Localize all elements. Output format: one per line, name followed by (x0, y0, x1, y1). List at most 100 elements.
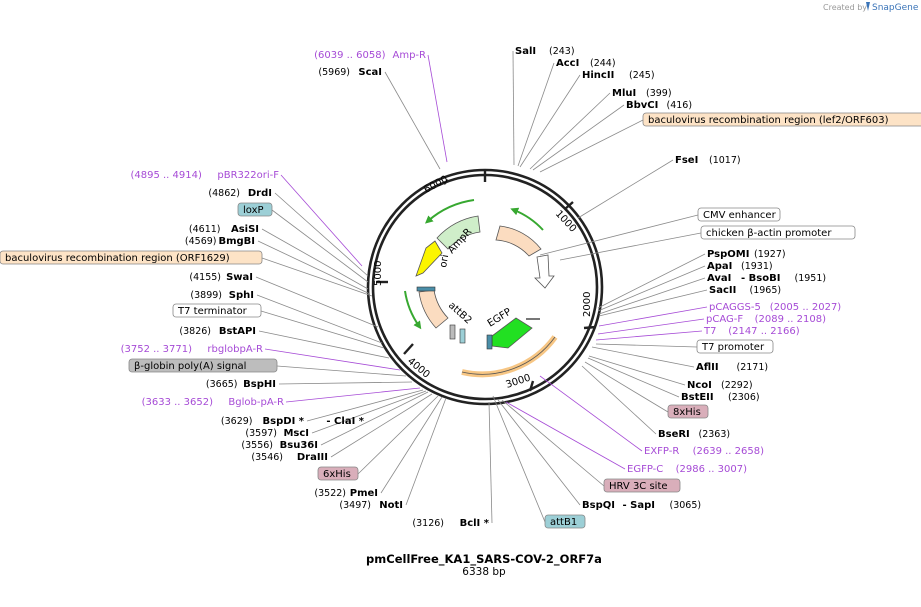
callout-lines (255, 50, 708, 524)
site-position: (243) (549, 46, 575, 57)
site-position: (416) (667, 100, 693, 111)
callout-line (311, 390, 427, 434)
callout-line (539, 375, 643, 452)
site-position: (4862) (208, 188, 240, 199)
primer-range: (2147 .. 2166) (728, 326, 800, 337)
feature-arcs (415, 215, 558, 378)
callout-line (595, 343, 698, 348)
snapgene-logo-icon (866, 2, 870, 11)
feature-label-chicken-actin-promoter-box (700, 225, 856, 240)
feature-label-baculovirus-recombination-region-lef2-orf603-box (642, 112, 921, 127)
callout-line (380, 396, 443, 494)
primer-label-pbr322ori-f: pBR322ori-F (217, 170, 279, 181)
backbone-ring (366, 168, 604, 406)
tick-label: 6000 (422, 174, 450, 196)
primer-label-t7: T7 (703, 326, 716, 337)
callout-line (261, 257, 373, 297)
callout-line (587, 357, 680, 398)
feature-label-baculovirus-recombination-region-orf1629-box (0, 250, 263, 265)
map-subtitle: 6338 bp (462, 566, 506, 578)
primer-range: (2005 .. 2027) (770, 302, 842, 313)
site-label-noti: NotI (379, 500, 403, 511)
callout-line (595, 330, 703, 341)
site-label-bsteii: BstEII (681, 392, 714, 403)
callout-line (501, 399, 605, 487)
callout-line (256, 294, 383, 344)
site-label-fsei: FseI (675, 155, 698, 166)
primer-label-rbglobpa-r: rbglobpA-R (207, 344, 263, 355)
callout-line (258, 330, 390, 359)
callout-line (598, 277, 706, 315)
site-position: (4611) (189, 224, 221, 235)
site-label-pmei: PmeI (350, 488, 378, 499)
site-label-asisi: AsiSI (231, 224, 259, 235)
site-label-bsu36i: Bsu36I (280, 440, 318, 451)
site-position: (1927) (754, 249, 786, 260)
site-position: (4155) (189, 272, 221, 283)
site-label-bspqi: BspQI (582, 500, 615, 511)
feature-label-t7-terminator-box (172, 303, 262, 318)
site-label-pspomi: PspOMI (707, 249, 749, 260)
site-position: (244) (590, 58, 616, 69)
callout-line (505, 401, 626, 470)
callout-line (427, 54, 448, 163)
feature-label-chicken-actin-promoter: chicken β-actin promoter (706, 228, 832, 239)
site-label-hincii: HincII (582, 70, 614, 81)
site-position: (3126) (412, 518, 444, 529)
feature-label-hrv-3c-site-box (603, 478, 681, 493)
callout-line (405, 397, 447, 506)
callout-line (261, 228, 369, 290)
feature-label-8xhis-box (667, 404, 709, 419)
site-label-avai: AvaI (707, 273, 731, 284)
feature-label-attb1-box (544, 514, 586, 529)
site-label-bcli: BclI * (460, 518, 490, 529)
site-label-bseri: BseRI (658, 429, 690, 440)
callout-line (597, 265, 706, 312)
site-position: (3065) (670, 500, 702, 511)
callout-line (330, 393, 433, 458)
site-label-sapi: - SapI (623, 500, 655, 511)
site-position: (3522) (314, 488, 346, 499)
callout-line (255, 276, 379, 328)
tick-marks (376, 170, 597, 392)
callout-line (588, 355, 686, 386)
feature-label-loxp-box (237, 202, 273, 217)
primer-label-exfp-r: EXFP-R (644, 446, 679, 457)
primer-range: (6039 .. 6058) (314, 50, 386, 61)
site-position: (3546) (251, 452, 283, 463)
site-position: (1017) (709, 155, 741, 166)
site-position: (3899) (190, 290, 222, 301)
callout-line (306, 389, 424, 422)
callout-line (598, 306, 708, 327)
site-position: (3556) (241, 440, 273, 451)
callout-line (280, 174, 363, 267)
site-label-draiii: DraIII (297, 452, 328, 463)
site-position: (4569) (185, 236, 217, 247)
callout-line (384, 71, 441, 170)
tick-label: 2000 (582, 292, 593, 317)
callout-line (584, 361, 669, 413)
primer-label-egfp-c: EGFP-C (627, 464, 663, 475)
feature-label-t7-terminator: T7 terminator (177, 306, 248, 317)
feature-label-cmv-enhancer: CMV enhancer (703, 210, 777, 221)
site-label-bstapi: BstAPI (219, 326, 256, 337)
feature-label-attb1: attB1 (550, 517, 577, 528)
site-position: (399) (646, 88, 672, 99)
callout-line (529, 92, 611, 170)
site-position: (3597) (245, 428, 277, 439)
callout-line (532, 104, 625, 171)
site-position: (3497) (339, 500, 371, 511)
callout-line (598, 289, 708, 317)
callout-line (591, 346, 695, 368)
site-label-mlui: MluI (612, 88, 636, 99)
feature-label-attb2: attB2 (446, 300, 474, 326)
primer-label-amp-r: Amp-R (393, 50, 427, 61)
primer-label-bglob-pa-r: Bglob-pA-R (228, 397, 284, 408)
callout-line (597, 253, 706, 309)
site-label-bsobi: - BsoBI (741, 273, 780, 284)
site-label-ncoi: NcoI (687, 380, 712, 391)
feature-label-8xhis: 8xHis (673, 407, 701, 418)
callout-line (278, 381, 413, 385)
site-position: (2363) (699, 429, 731, 440)
site-label-clai: - ClaI * (326, 416, 364, 427)
